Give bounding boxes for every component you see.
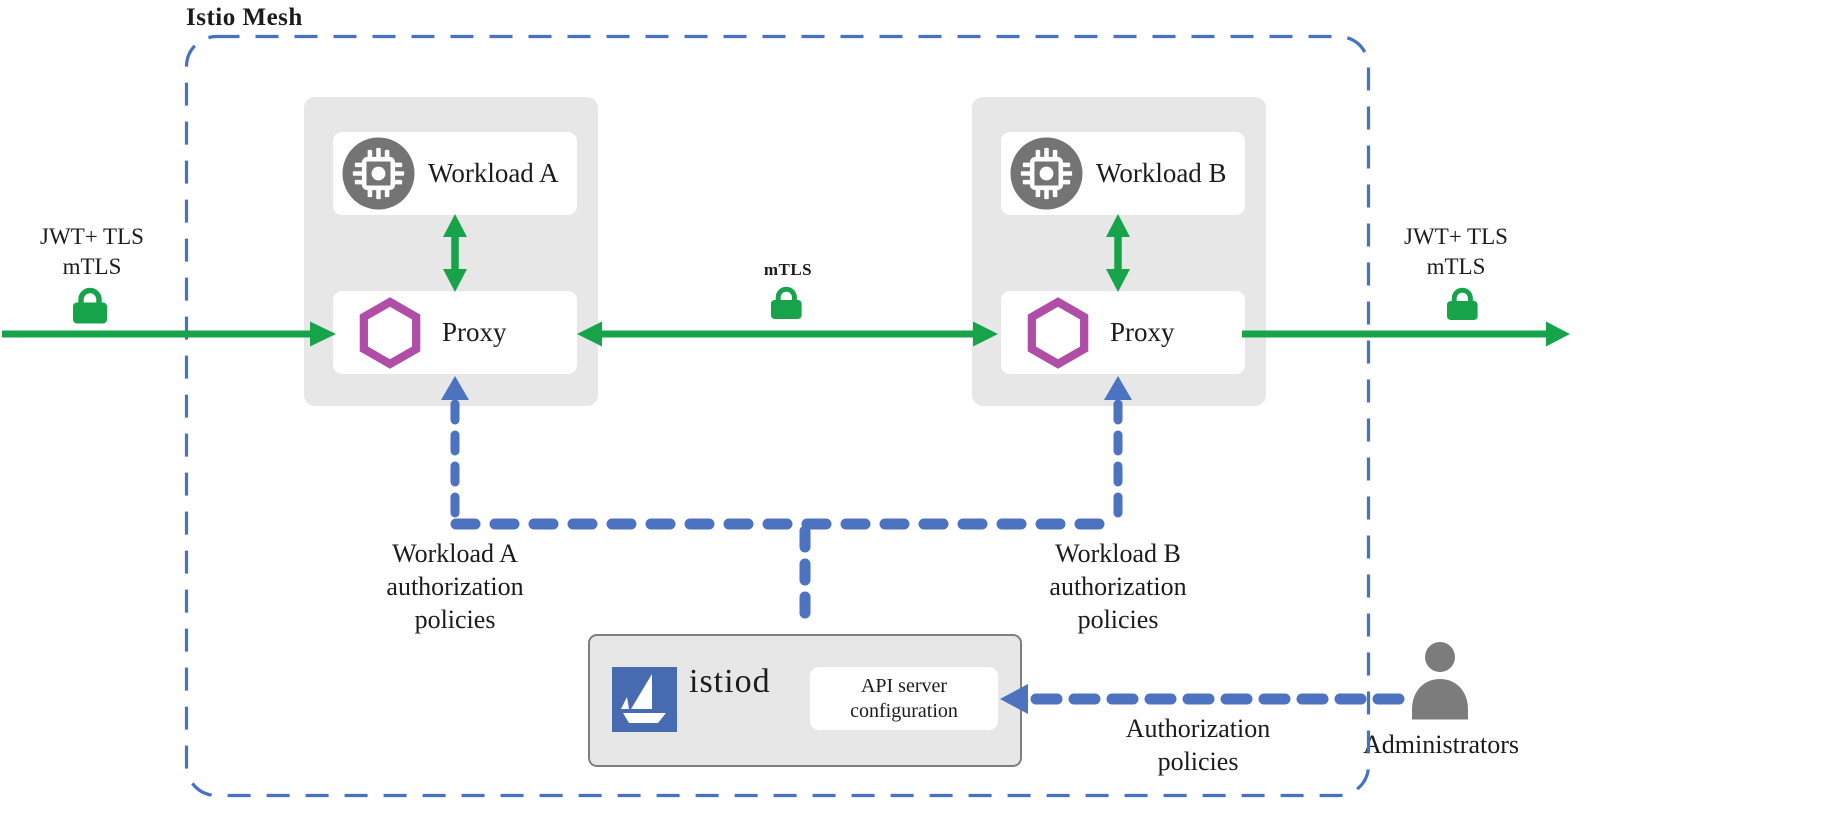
proxy-b-box: Proxy — [1001, 291, 1245, 374]
egress-arrow — [1242, 321, 1570, 347]
right-egress-line2: mTLS — [1426, 254, 1486, 279]
left-ingress-label: JWT+ TLS mTLS — [12, 222, 172, 282]
workload-chip-icon — [1010, 137, 1083, 210]
proxy-a-label: Proxy — [442, 317, 507, 347]
workload-a-box: Workload A — [333, 132, 577, 215]
mtls-center-label: mTLS — [763, 260, 813, 279]
proxy-hexagon-icon — [1027, 296, 1089, 369]
api-server-config-label: API server configuration — [850, 674, 958, 722]
workload-b-label: Workload B — [1096, 158, 1227, 188]
left-ingress-line1: JWT+ TLS — [40, 224, 144, 249]
authorization-policies-label: Authorization policies — [1125, 714, 1271, 776]
workload-a-label: Workload A — [428, 158, 559, 188]
right-egress-line1: JWT+ TLS — [1404, 224, 1508, 249]
lock-icon — [771, 289, 802, 319]
workload-b-policies-label: Workload B authorization policies — [1049, 539, 1187, 634]
left-ingress-line2: mTLS — [62, 254, 122, 279]
right-egress-label: JWT+ TLS mTLS — [1376, 222, 1536, 282]
workload-a-container: Workload A Proxy — [304, 97, 598, 406]
ingress-arrow — [2, 321, 336, 347]
istio-sailboat-icon — [612, 667, 677, 732]
workload-b-box: Workload B — [1001, 132, 1245, 215]
mtls-arrow-between-proxies — [577, 321, 998, 347]
workload-chip-icon — [342, 137, 415, 210]
green-traffic-arrows — [2, 214, 1570, 347]
lock-icon — [73, 291, 107, 324]
proxy-a-box: Proxy — [333, 291, 577, 374]
istiod-label: istiod — [689, 663, 771, 700]
administrators-label: Administrators — [1363, 730, 1519, 759]
api-server-config-box: API server configuration — [810, 667, 998, 730]
workload-b-container: Workload B Proxy — [972, 97, 1266, 406]
administrator-person-icon — [1412, 642, 1468, 720]
lock-icon — [1447, 290, 1478, 320]
proxy-b-label: Proxy — [1110, 317, 1175, 347]
mesh-title: Istio Mesh — [186, 4, 303, 31]
workload-a-policies-label: Workload A authorization policies — [386, 539, 524, 634]
istiod-box: istiod API server configuration — [588, 634, 1022, 767]
proxy-hexagon-icon — [359, 296, 421, 369]
admin-to-istiod-arrow — [1000, 684, 1409, 714]
